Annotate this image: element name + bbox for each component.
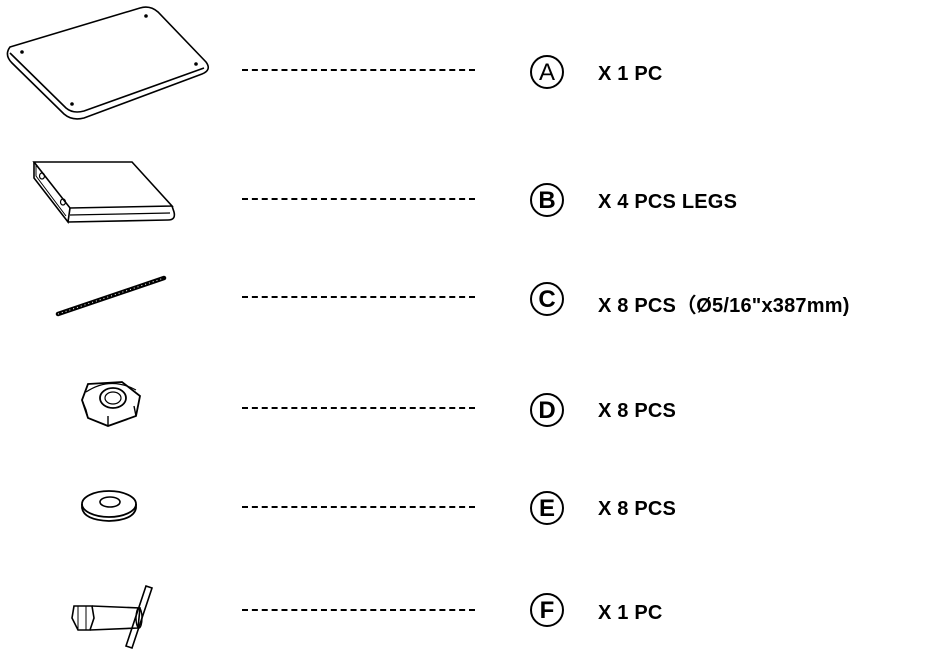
part-quantity: X 1 PC [598, 63, 663, 85]
hex-nut-icon [81, 381, 141, 427]
dash-leader [242, 506, 475, 508]
dash-leader [242, 69, 475, 71]
part-row-f: F X 1 PC [0, 560, 933, 660]
socket-wrench-icon [71, 584, 154, 650]
part-quantity: X 8 PCS [598, 498, 677, 520]
part-row-c: C X 8 PCS（Ø5/16"x387mm) [0, 260, 933, 360]
dash-leader [242, 198, 475, 200]
part-letter-badge: B [530, 183, 564, 217]
part-letter-badge: C [530, 282, 564, 316]
part-quantity: X 8 PCS（Ø5/16"x387mm) [598, 295, 850, 317]
dash-leader [242, 407, 475, 409]
part-quantity: X 8 PCS [598, 400, 677, 422]
part-row-e: E X 8 PCS [0, 470, 933, 570]
dash-leader [242, 296, 475, 298]
part-quantity: X 1 PC [598, 602, 663, 624]
part-row-b: B X 4 PCS LEGS [0, 150, 933, 250]
part-letter-badge: A [530, 55, 564, 89]
part-letter-badge: E [530, 491, 564, 525]
part-row-d: D X 8 PCS [0, 370, 933, 470]
table-top-plate-icon [6, 6, 210, 120]
part-quantity: X 4 PCS LEGS [598, 191, 738, 213]
leg-bracket-icon [32, 161, 176, 224]
part-letter-badge: F [530, 593, 564, 627]
washer-icon [81, 490, 137, 522]
threaded-rod-icon [55, 275, 167, 317]
part-row-a: A X 1 PC [0, 0, 933, 120]
dash-leader [242, 609, 475, 611]
part-letter-badge: D [530, 393, 564, 427]
